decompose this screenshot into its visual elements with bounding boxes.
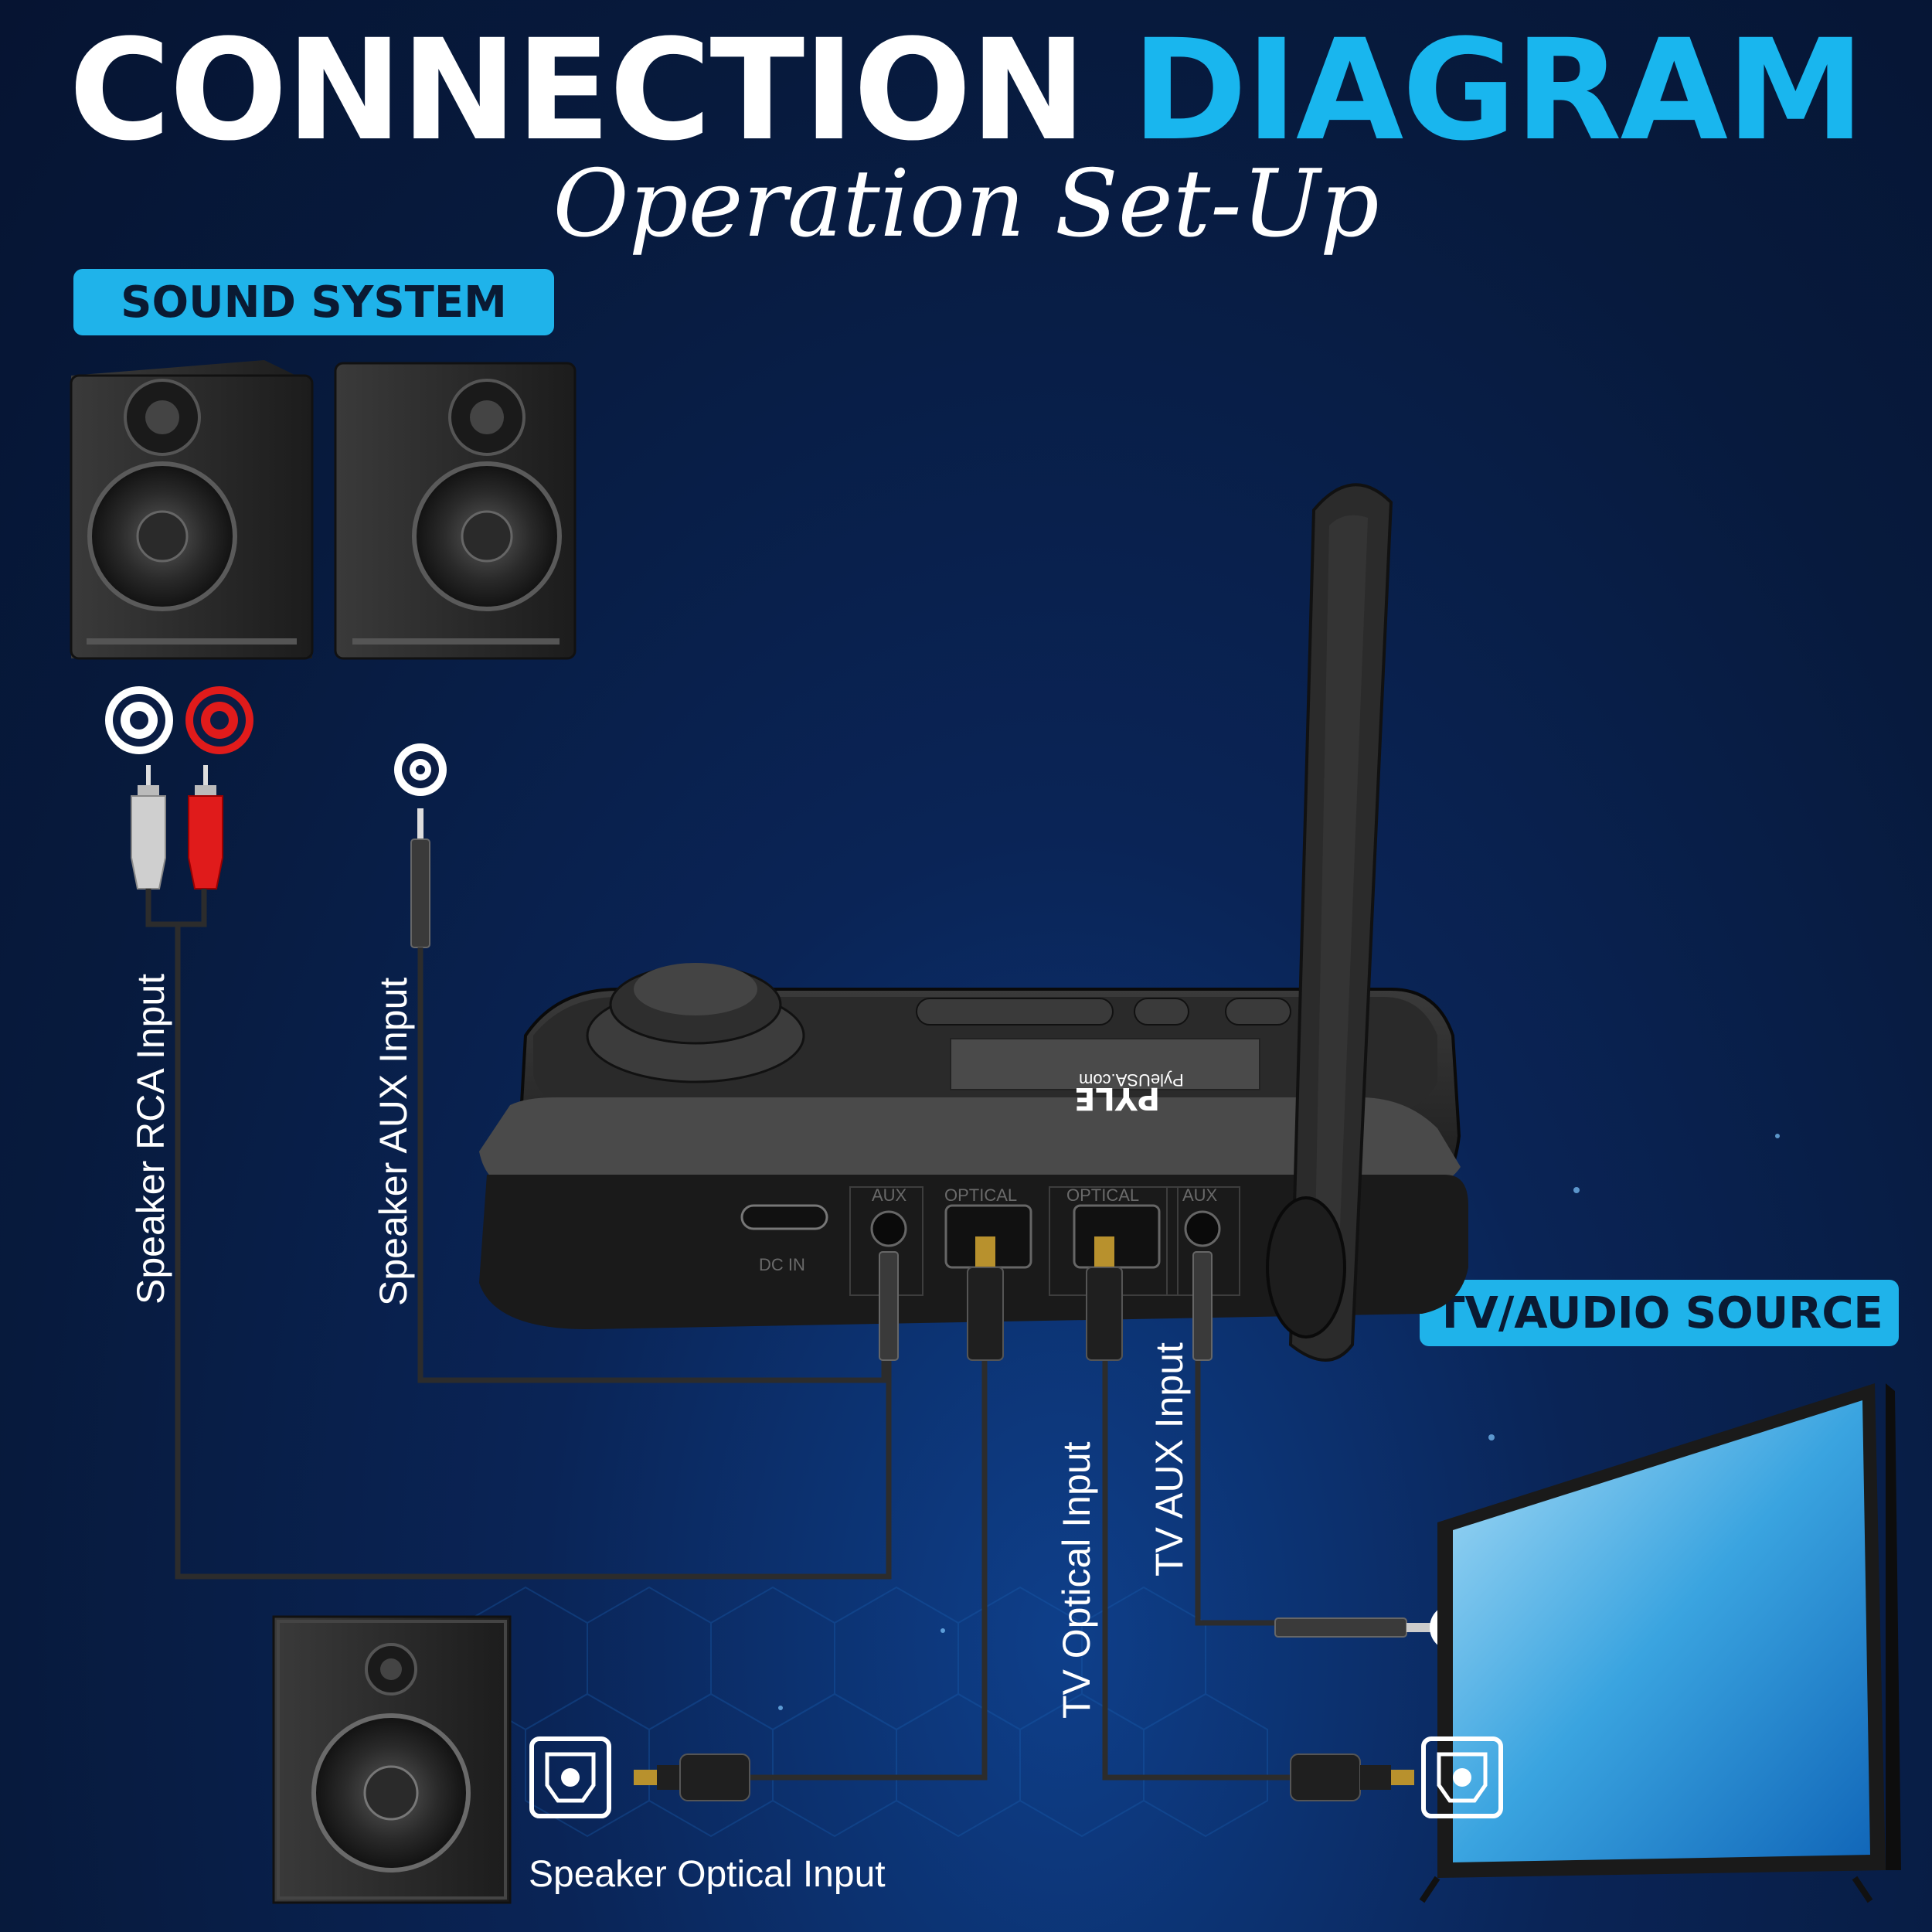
antenna <box>1266 483 1393 1362</box>
tv-audio-source-badge: TV/AUDIO SOURCE <box>1420 1280 1899 1346</box>
speaker-right <box>334 362 577 660</box>
port-label-aux-left: AUX <box>872 1185 907 1205</box>
device-brand-url: PyleUSA.com <box>1079 1070 1184 1090</box>
page-title: CONNECTION DIAGRAM <box>0 14 1932 168</box>
speaker-optical-plug-icon <box>634 1753 750 1801</box>
tv-optical-port-icon <box>1421 1736 1503 1818</box>
tv-optical-plug-icon <box>1290 1753 1414 1801</box>
label-speaker-aux-input: Speaker AUX Input <box>372 977 415 1306</box>
cables <box>145 889 1291 1781</box>
rca-red-plug-icon <box>188 765 223 889</box>
optical-speaker <box>272 1615 512 1904</box>
tv-monitor <box>1419 1383 1901 1903</box>
port-label-aux-right: AUX <box>1182 1185 1218 1205</box>
page-subtitle: Operation Set-Up <box>553 151 1379 258</box>
port-label-optical-right: OPTICAL <box>1066 1185 1140 1205</box>
tv-aux-plug-icon <box>1274 1617 1437 1638</box>
speaker-left <box>70 360 314 660</box>
label-tv-optical-input: TV Optical Input <box>1055 1441 1098 1719</box>
label-speaker-optical-input: Speaker Optical Input <box>529 1854 886 1895</box>
label-speaker-rca-input: Speaker RCA Input <box>129 973 172 1304</box>
title-part-diagram: DIAGRAM <box>1131 10 1865 172</box>
title-part-connection: CONNECTION <box>68 10 1087 172</box>
sparkle-dots <box>778 1134 1780 1710</box>
sound-system-badge: SOUND SYSTEM <box>73 269 554 335</box>
port-label-dc-in: DC IN <box>759 1255 805 1274</box>
rca-white-jack-icon <box>105 686 173 754</box>
rca-white-plug-icon <box>131 765 166 889</box>
speaker-optical-port-icon <box>529 1736 611 1818</box>
speaker-aux-plug-icon <box>410 808 430 948</box>
bluetooth-transmitter-device <box>479 963 1468 1361</box>
label-tv-aux-input: TV AUX Input <box>1148 1342 1191 1577</box>
speaker-aux-jack-icon <box>394 743 447 796</box>
rca-red-jack-icon <box>185 686 253 754</box>
port-label-optical-left: OPTICAL <box>944 1185 1018 1205</box>
